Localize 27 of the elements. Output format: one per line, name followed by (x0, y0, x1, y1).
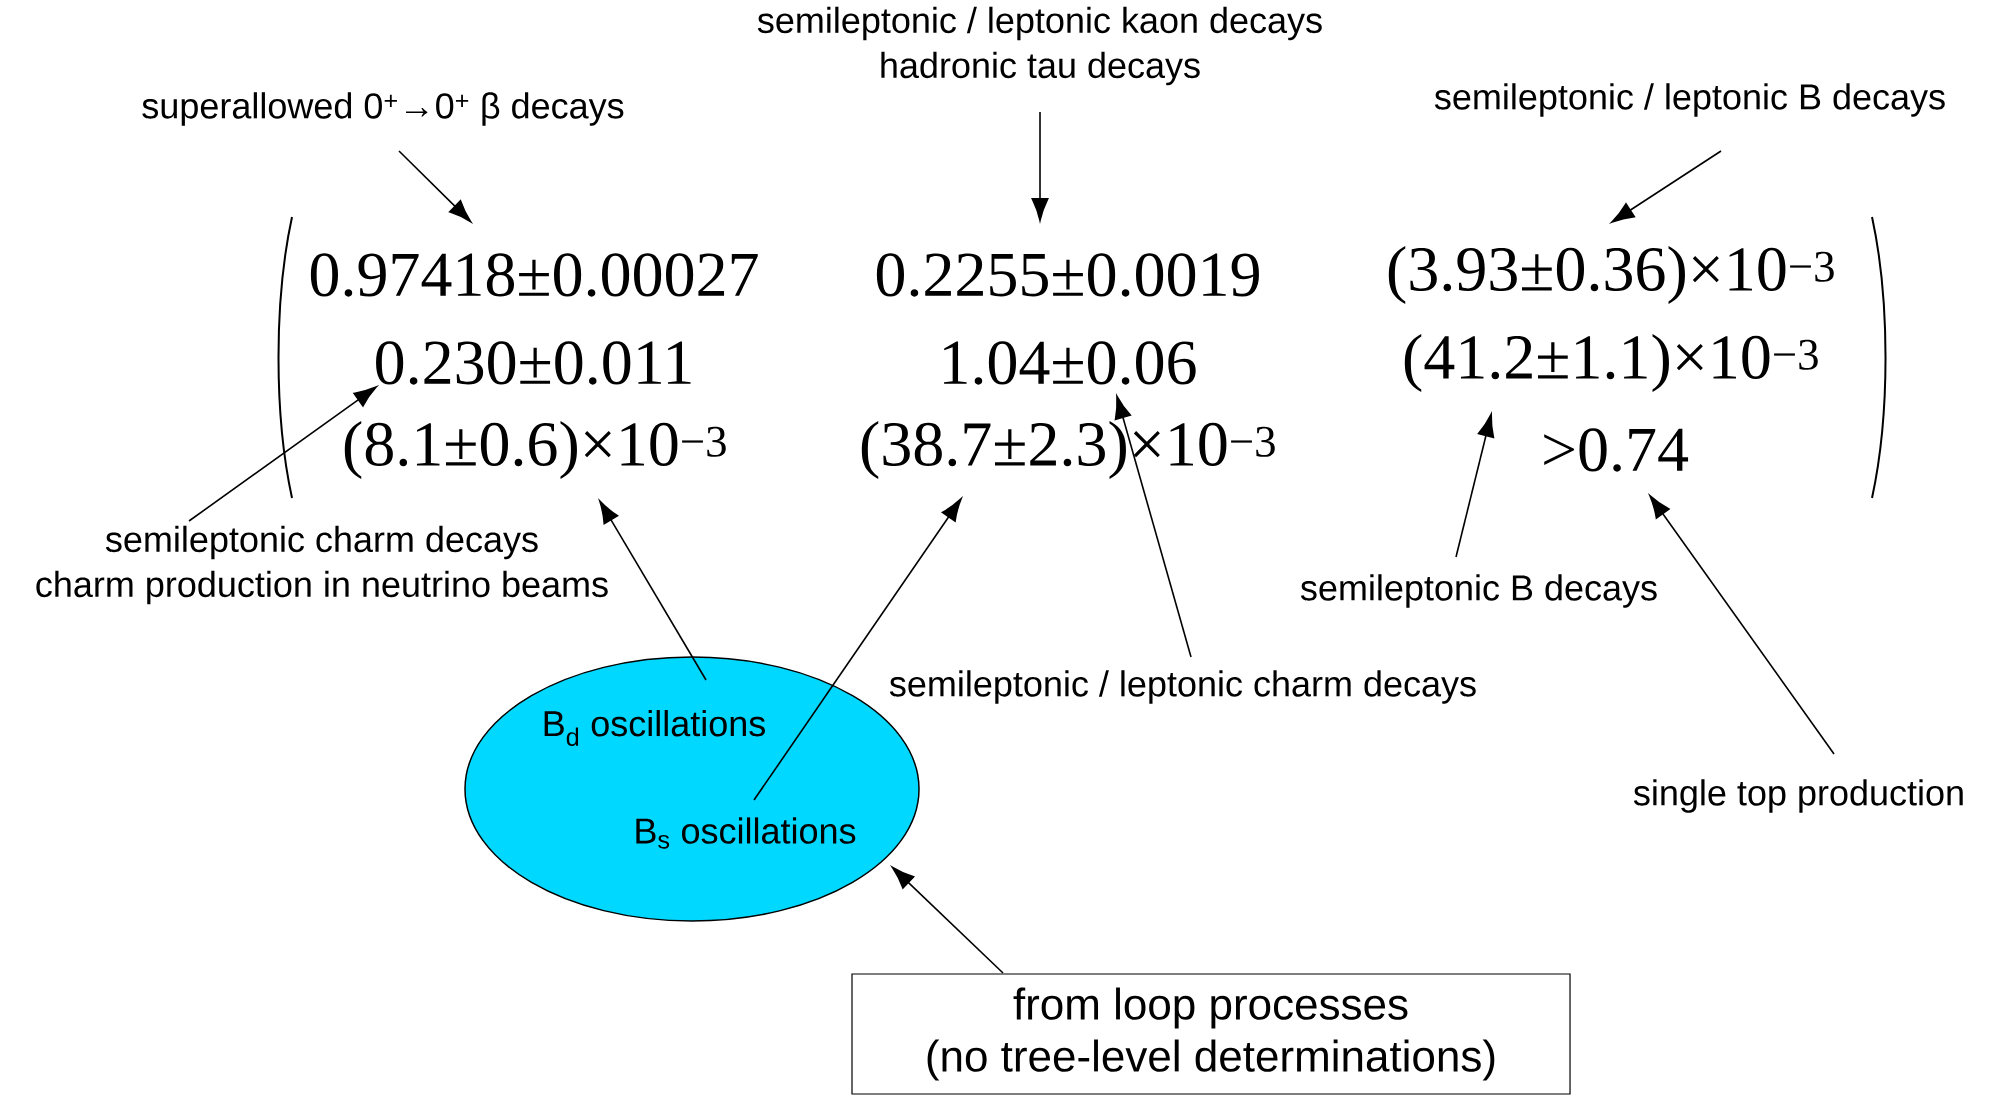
matrix-entry: 0.230±0.011 (376, 341, 691, 385)
arrow (1611, 150, 1722, 223)
arrow (1455, 413, 1495, 558)
annotation-label: single top production (1633, 779, 1963, 813)
text-box: from loop processes (no tree-level determinations) (851, 973, 1571, 1095)
matrix-entry: 1.04±0.06 (944, 341, 1196, 385)
arrow (188, 386, 377, 522)
annotation-label: superallowed 0$^{+}$→0$^{+}$ β decays (142, 92, 624, 126)
arrow (1031, 111, 1049, 222)
matrix-entry: (3.93±0.36)×10$^{−3}$ (1388, 246, 1834, 304)
matrix-entry: (41.2±1.1)×10$^{−3}$ (1404, 334, 1818, 392)
matrix-entry: >0.74 (1544, 428, 1689, 472)
arrow (891, 866, 1004, 974)
ellipse-label: B$_{s}$ oscillations (636, 817, 856, 849)
arrow (398, 150, 472, 223)
annotation-label: semileptonic charm decays charm production in neutrino beams (36, 525, 608, 605)
matrix-entry: (8.1±0.6)×10$^{−3}$ (344, 421, 726, 479)
ellipse-label: B$_{d}$ oscillations (544, 710, 765, 747)
annotation-label: semileptonic B decays (1300, 574, 1657, 608)
arrow (1649, 495, 1835, 755)
annotation-label: semileptonic / leptonic kaon decays hadronic tau decays (757, 6, 1322, 86)
annotation-label: semileptonic / leptonic charm decays (889, 670, 1476, 704)
matrix-entry: 0.97418±0.00027 (310, 253, 758, 297)
arrow (1114, 395, 1192, 658)
matrix-entry: 0.2255±0.0019 (876, 253, 1259, 297)
arrow (753, 498, 962, 801)
annotation-label: semileptonic / leptonic B decays (1434, 83, 1945, 117)
